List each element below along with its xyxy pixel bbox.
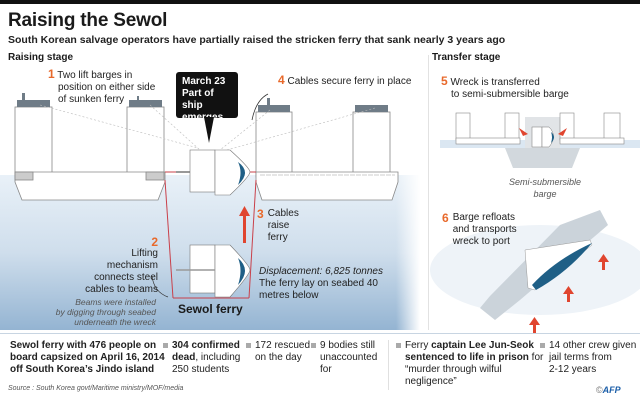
transfer-stage-label: Transfer stage — [432, 52, 501, 63]
displacement-note: Displacement: 6,825 tonnes The ferry lay… — [259, 266, 383, 301]
page-subtitle: South Korean salvage operators have part… — [8, 34, 506, 46]
afp-credit: ©AFP — [596, 385, 621, 395]
lift-barge-left — [14, 106, 166, 201]
callout-pointer — [204, 117, 214, 143]
bullet-icon — [163, 342, 168, 348]
fact-crew: 14 other crew given jail terms from 2-12… — [540, 340, 636, 376]
fact-captain: Ferry captain Lee Jun-Seok sentenced to … — [396, 340, 543, 388]
raising-stage-label: Raising stage — [8, 52, 74, 63]
bullet-icon — [246, 342, 251, 348]
lift-barge-right — [255, 111, 399, 201]
fact-divider — [388, 340, 389, 390]
barge-refloat-diagram — [430, 210, 640, 333]
facts-divider — [0, 333, 640, 334]
fact-dead: 304 confirmed dead, including 250 studen… — [163, 340, 240, 376]
step-2-note: 2 Lifting mechanism connects steel cable… — [85, 235, 158, 295]
sewol-ferry-label: Sewol ferry — [178, 302, 243, 316]
ferry-submerged — [176, 244, 251, 298]
semi-submersible-label: Semi-submersible barge — [508, 177, 582, 199]
step-1-note: 1 Two lift barges in position on either … — [48, 67, 156, 105]
beams-note: Beams were installed by digging through … — [55, 297, 156, 327]
fact-rescued: 172 rescued on the day — [246, 340, 310, 364]
step-5-note: 5 Wreck is transferred to semi-submersib… — [441, 74, 569, 100]
source-note: Source : South Korea govt/Maritime minis… — [8, 385, 184, 392]
march-23-callout: March 23 Part of ship emerges — [176, 72, 238, 123]
raise-arrow — [239, 206, 250, 243]
afp-logo-icon: AFP — [602, 385, 621, 395]
fact-summary: Sewol ferry with 476 people on board cap… — [10, 340, 165, 375]
step-6-note: 6 Barge refloats and transports wreck to… — [442, 211, 517, 247]
transfer-diagram — [440, 112, 640, 168]
bullet-icon — [311, 342, 316, 348]
step-3-note: 3 Cables raise ferry — [257, 207, 299, 243]
bullet-icon — [396, 342, 401, 348]
stage-divider — [428, 55, 429, 330]
step-4-note: 4 Cables secure ferry in place — [278, 73, 412, 87]
fact-unaccounted: 9 bodies still unaccounted for — [311, 340, 377, 376]
top-bar — [0, 0, 640, 4]
page-title: Raising the Sewol — [8, 10, 168, 31]
bullet-icon — [540, 342, 545, 348]
ferry-emerged — [176, 149, 251, 196]
